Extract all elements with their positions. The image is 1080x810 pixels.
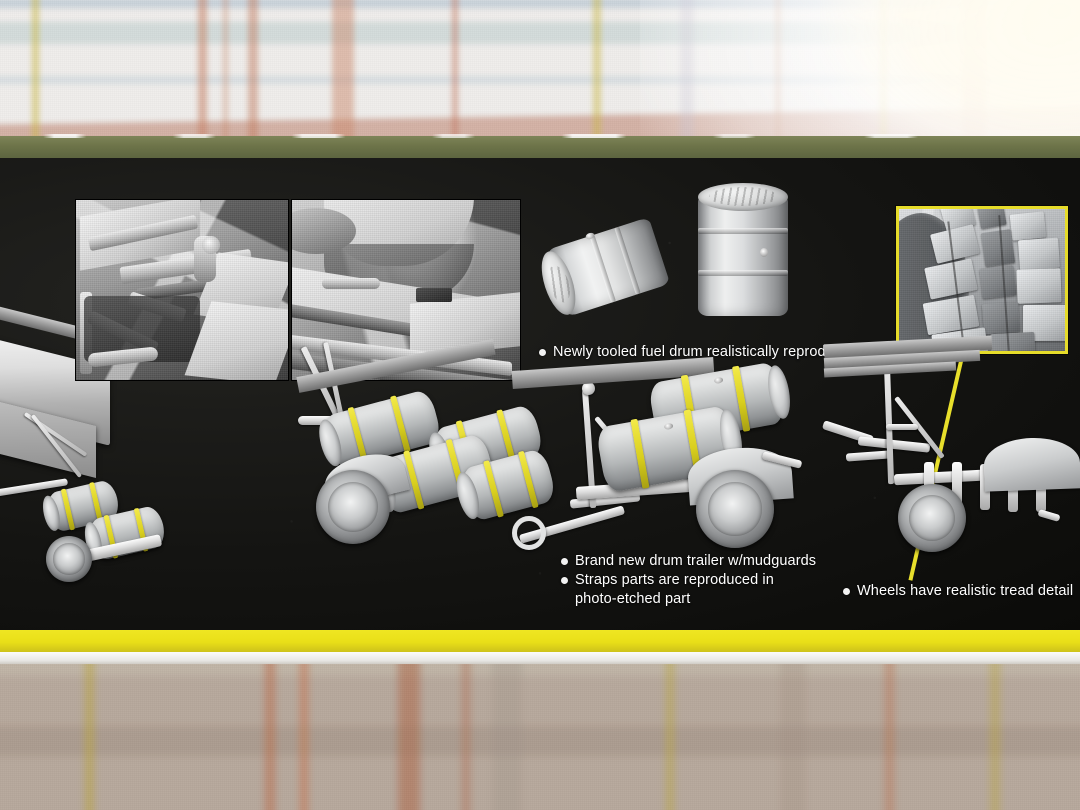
- caption-text: Brand new drum trailer w/mudguards: [575, 553, 817, 569]
- caption-wheel-tread: Wheels have realistic tread detail: [842, 582, 1073, 601]
- render-tank-with-trailer: [0, 289, 230, 608]
- caption-line: Wheels have realistic tread detail: [842, 582, 1073, 601]
- render-trailer-bare: [821, 335, 1080, 560]
- bullet-icon: [561, 577, 568, 585]
- tablecloth-background-top: [0, 0, 1080, 150]
- box-artwork-panel: Newly tooled fuel drum realistically rep…: [0, 158, 1080, 630]
- bullet-icon: [561, 558, 568, 565]
- bullet-icon: [539, 349, 546, 356]
- box-lid-edge: [0, 134, 1080, 158]
- caption-line: photo-etched part: [560, 590, 816, 609]
- caption-text: Wheels have realistic tread detail: [857, 583, 1074, 599]
- box-yellow-stripe: [0, 630, 1080, 652]
- render-fuel-drums: [535, 183, 816, 326]
- photo-hitch-detail: [76, 200, 288, 380]
- box-bottom-edge: [0, 652, 1080, 664]
- tow-eye: [512, 516, 546, 550]
- caption-drum-trailer: Brand new drum trailer w/mudguards Strap…: [560, 552, 816, 609]
- caption-fuel-drum: Newly tooled fuel drum realistically rep…: [538, 343, 858, 362]
- inset-tread-closeup: [896, 206, 1068, 354]
- caption-line: Newly tooled fuel drum realistically rep…: [538, 343, 858, 362]
- caption-text: Newly tooled fuel drum realistically rep…: [553, 344, 858, 360]
- caption-line: Straps parts are reproduced in: [560, 571, 816, 590]
- caption-text: photo-etched part: [575, 591, 691, 608]
- model-kit-box: Newly tooled fuel drum realistically rep…: [0, 134, 1080, 664]
- bullet-icon: [843, 588, 850, 595]
- tablecloth-background-bottom: [0, 660, 1080, 810]
- caption-text: Straps parts are reproduced in: [575, 572, 774, 589]
- caption-line: Brand new drum trailer w/mudguards: [560, 552, 816, 571]
- render-trailer-side: [511, 356, 803, 550]
- render-trailer-three-quarter: [296, 339, 558, 548]
